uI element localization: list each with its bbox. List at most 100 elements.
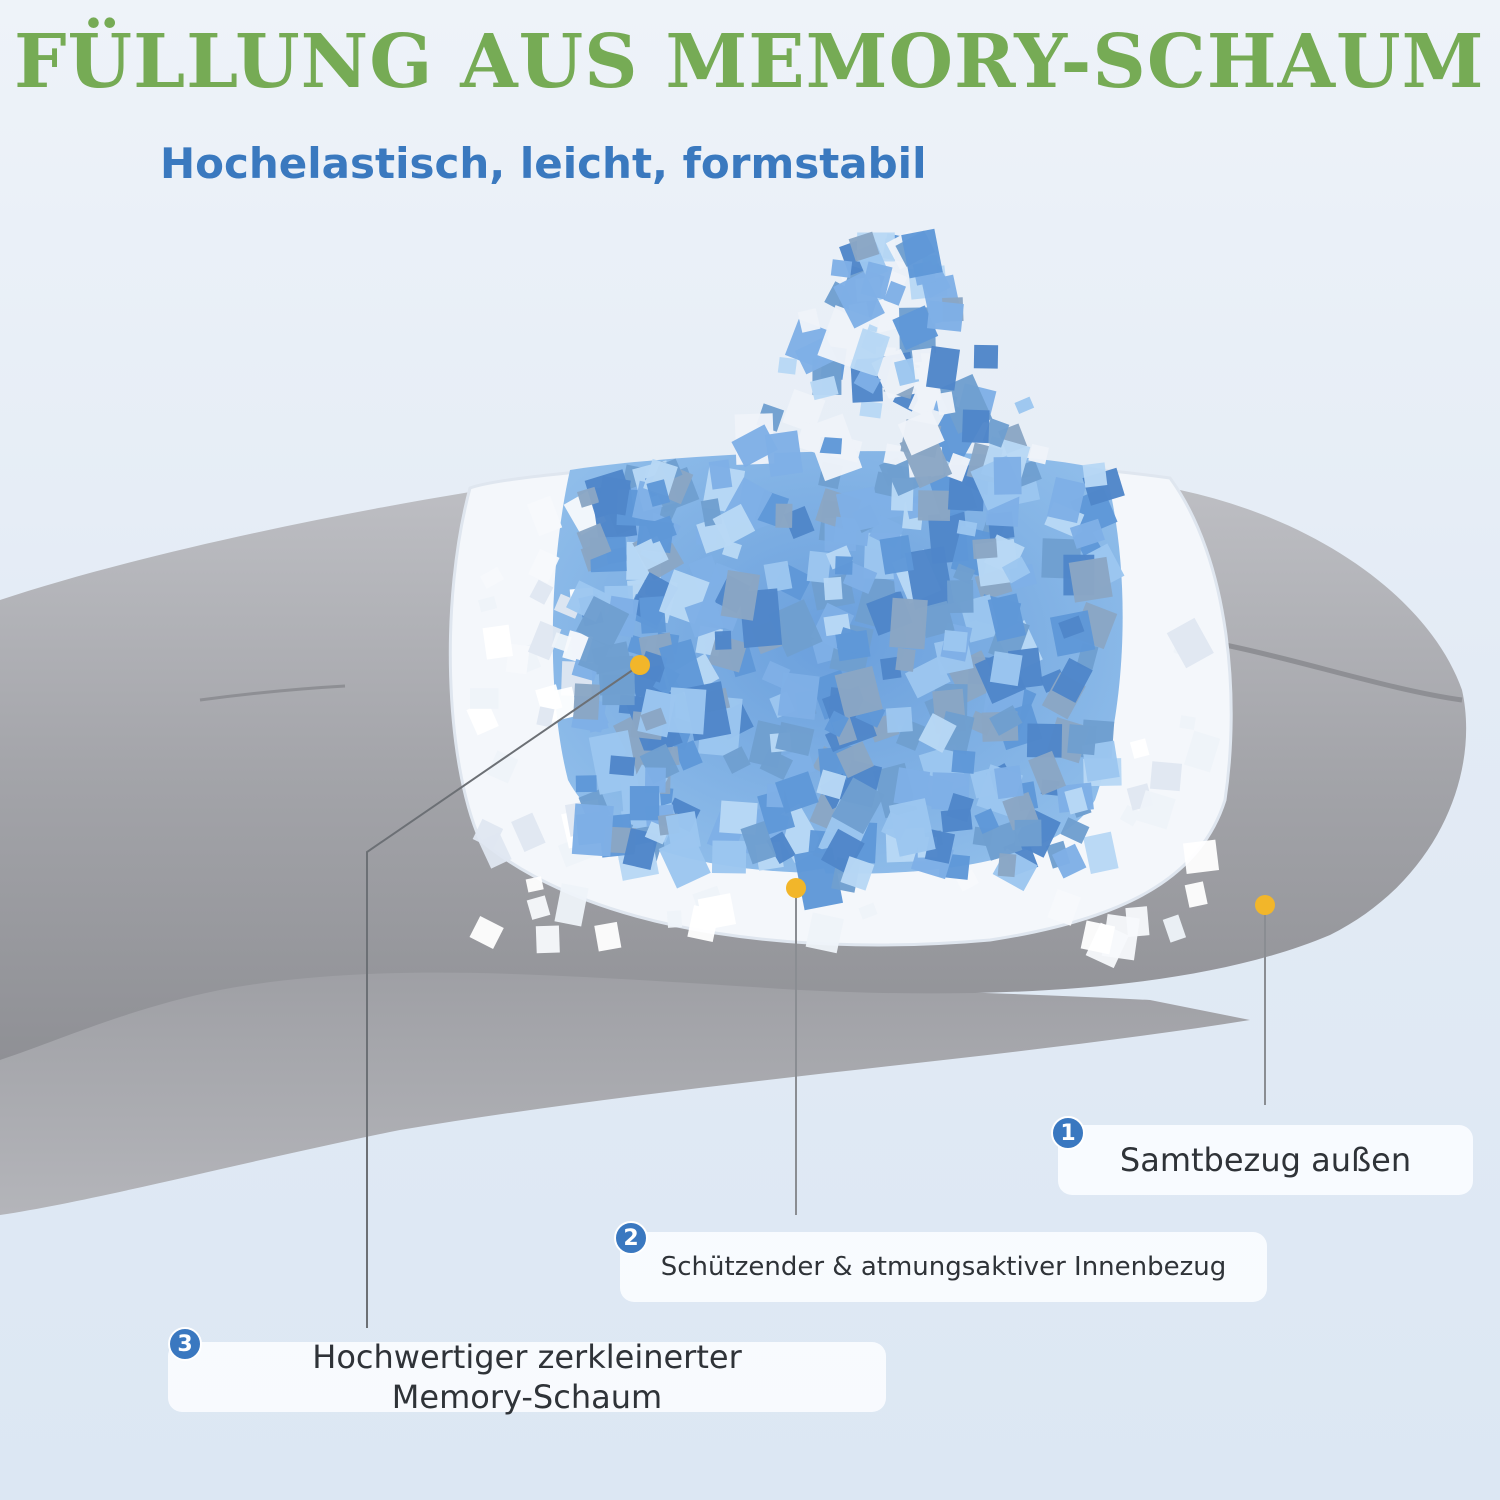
foam-cube [1060,817,1090,844]
foam-cube [972,538,998,560]
foam-cube [594,921,622,952]
callout-text-1: Samtbezug außen [1119,1141,1412,1179]
foam-cube [973,344,999,369]
foam-cube [597,476,631,516]
foam-cube [526,495,563,537]
foam-cube [904,546,954,611]
foam-cube [953,563,976,585]
foam-cube [942,630,968,653]
foam-cube [629,786,660,821]
foam-cube [478,832,512,869]
callout-badge-2: 2 [614,1221,648,1255]
foam-cube [469,915,504,949]
foam-cube [1014,819,1042,847]
foam-cube [486,750,519,784]
foam-cube [535,925,560,954]
foam-cube [712,503,756,546]
foam-cube [1028,443,1049,465]
foam-cube [1182,839,1220,875]
foam-cube [697,893,737,931]
callout-text-2: Schützender & atmungsaktiver Innenbezug [660,1252,1227,1282]
foam-cube [1149,761,1183,792]
foam-cube [889,597,928,650]
pillow-seam-left [199,684,346,702]
foam-cube [576,595,630,649]
foam-cube [665,811,701,852]
foam-cube [830,259,853,278]
foam-cube [777,356,798,375]
foam-cube [1184,730,1221,773]
foam-cube [646,515,677,544]
foam-cube [684,597,725,638]
foam-cube [926,300,964,332]
foam-cube [951,749,976,774]
foam-cube [883,280,906,306]
foam-cube [466,700,499,736]
foam-cube [917,490,951,521]
foam-cube [918,600,955,639]
foam-cube [527,620,562,661]
marker-dot-3 [630,655,650,675]
foam-cube [666,910,683,928]
foam-cube [858,902,878,920]
foam-cube [806,550,832,584]
foam-cube [893,767,931,808]
foam-cube [836,741,874,779]
foam-cube [836,627,863,654]
foam-cube [944,452,971,482]
foam-cube [1067,724,1097,756]
foam-cube [711,840,747,874]
foam-cubes [466,228,1221,969]
foam-cube [1026,723,1063,758]
foam-cube [823,576,843,601]
foam-cube [529,579,554,605]
foam-cube [1166,617,1214,669]
foam-cube [894,357,920,387]
foam-cube [578,637,611,674]
foam-cube [809,375,839,401]
callout-text-3-line2: Memory-Schaum [391,1378,663,1416]
foam-cube [563,490,607,536]
marker-dot-1 [1255,895,1275,915]
foam-cube [895,647,916,672]
foam-cube [819,436,843,455]
foam-cube [740,820,777,865]
marker-dot-2 [786,878,806,898]
foam-cube [528,548,560,584]
foam-cube [668,687,707,735]
foam-cube [797,308,821,333]
foam-cube [848,231,880,262]
foam-cube [859,400,883,419]
foam-cube [994,765,1024,800]
foam-cube [901,228,943,279]
foam-cube [1129,738,1150,759]
foam-cube [956,519,978,537]
foam-cube [766,831,796,865]
page-title: FÜLLUNG AUS MEMORY-SCHAUM [14,19,1485,105]
foam-cube [554,883,589,927]
foam-cube [1119,804,1141,827]
foam-cube [961,409,990,444]
foam-cube [1014,396,1035,414]
foam-cube [577,486,600,508]
foam-cube [1058,615,1085,639]
foam-cube [1047,888,1082,926]
foam-cube [658,638,705,696]
foam-cube [993,456,1022,495]
foam-cube [535,684,563,714]
foam-cube [904,656,951,699]
foam-cube [816,769,847,800]
pillow-seam [1224,642,1463,703]
callout-text-3-line1: Hochwertiger zerkleinerter [312,1338,742,1376]
foam-cube [777,672,820,720]
foam-cube [1162,914,1187,943]
foam-cube [805,912,844,954]
foam-cube [974,808,1000,834]
foam-cube [834,666,883,719]
foam-cube [719,800,758,835]
callout-label-3: Hochwertiger zerkleinerter Memory-Schaum [168,1338,886,1416]
foam-cube [849,328,890,377]
foam-cube [639,596,667,634]
foam-cube [885,706,913,733]
foam-cube [511,812,546,852]
